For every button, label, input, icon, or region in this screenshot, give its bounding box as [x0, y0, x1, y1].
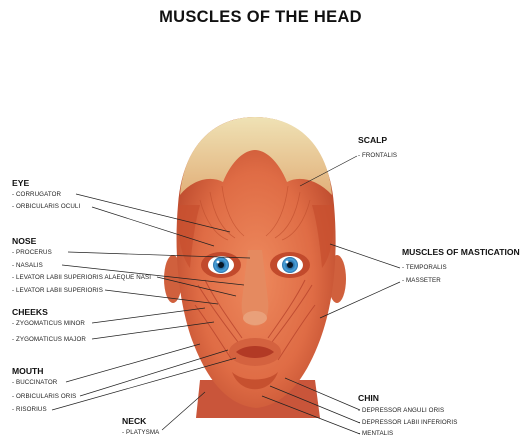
label-zygomaticus-major: ZYGOMATICUS MAJOR: [12, 336, 86, 343]
label-orbicularis-oris: ORBICULARIS ORIS: [12, 393, 76, 400]
group-title-chin: CHIN: [358, 393, 379, 403]
label-platysma: PLATYSMA: [122, 429, 159, 436]
label-levator-labii-superioris: LEVATOR LABII SUPERIORIS: [12, 287, 103, 294]
label-orbicularis-oculi: ORBICULARIS OCULI: [12, 203, 80, 210]
group-title-mastication: MUSCLES OF MASTICATION: [402, 247, 520, 257]
group-title-nose: NOSE: [12, 236, 36, 246]
group-title-scalp: SCALP: [358, 135, 387, 145]
label-frontalis: FRONTALIS: [358, 152, 397, 159]
group-title-mouth: MOUTH: [12, 366, 44, 376]
label-corrugator: CORRUGATOR: [12, 191, 61, 198]
label-depressor-labii-inferioris: DEPRESSOR LABII INFERIORIS: [358, 419, 457, 426]
label-procerus: PROCERUS: [12, 249, 52, 256]
label-levator-labii-alaeque-nasi: LEVATOR LABII SUPERIORIS ALAEQUE NASI: [12, 274, 151, 281]
label-mentalis: MENTALIS: [358, 430, 393, 437]
label-depressor-anguli-oris: DEPRESSOR ANGULI ORIS: [358, 407, 444, 414]
group-title-neck: NECK: [122, 416, 146, 426]
label-zygomaticus-minor: ZYGOMATICUS MINOR: [12, 320, 85, 327]
group-title-cheeks: CHEEKS: [12, 307, 48, 317]
label-masseter: MASSETER: [402, 277, 441, 284]
label-risorius: RISORIUS: [12, 406, 47, 413]
label-nasalis: NASALIS: [12, 262, 43, 269]
label-temporalis: TEMPORALIS: [402, 264, 447, 271]
group-title-eye: EYE: [12, 178, 29, 188]
label-buccinator: BUCCINATOR: [12, 379, 57, 386]
